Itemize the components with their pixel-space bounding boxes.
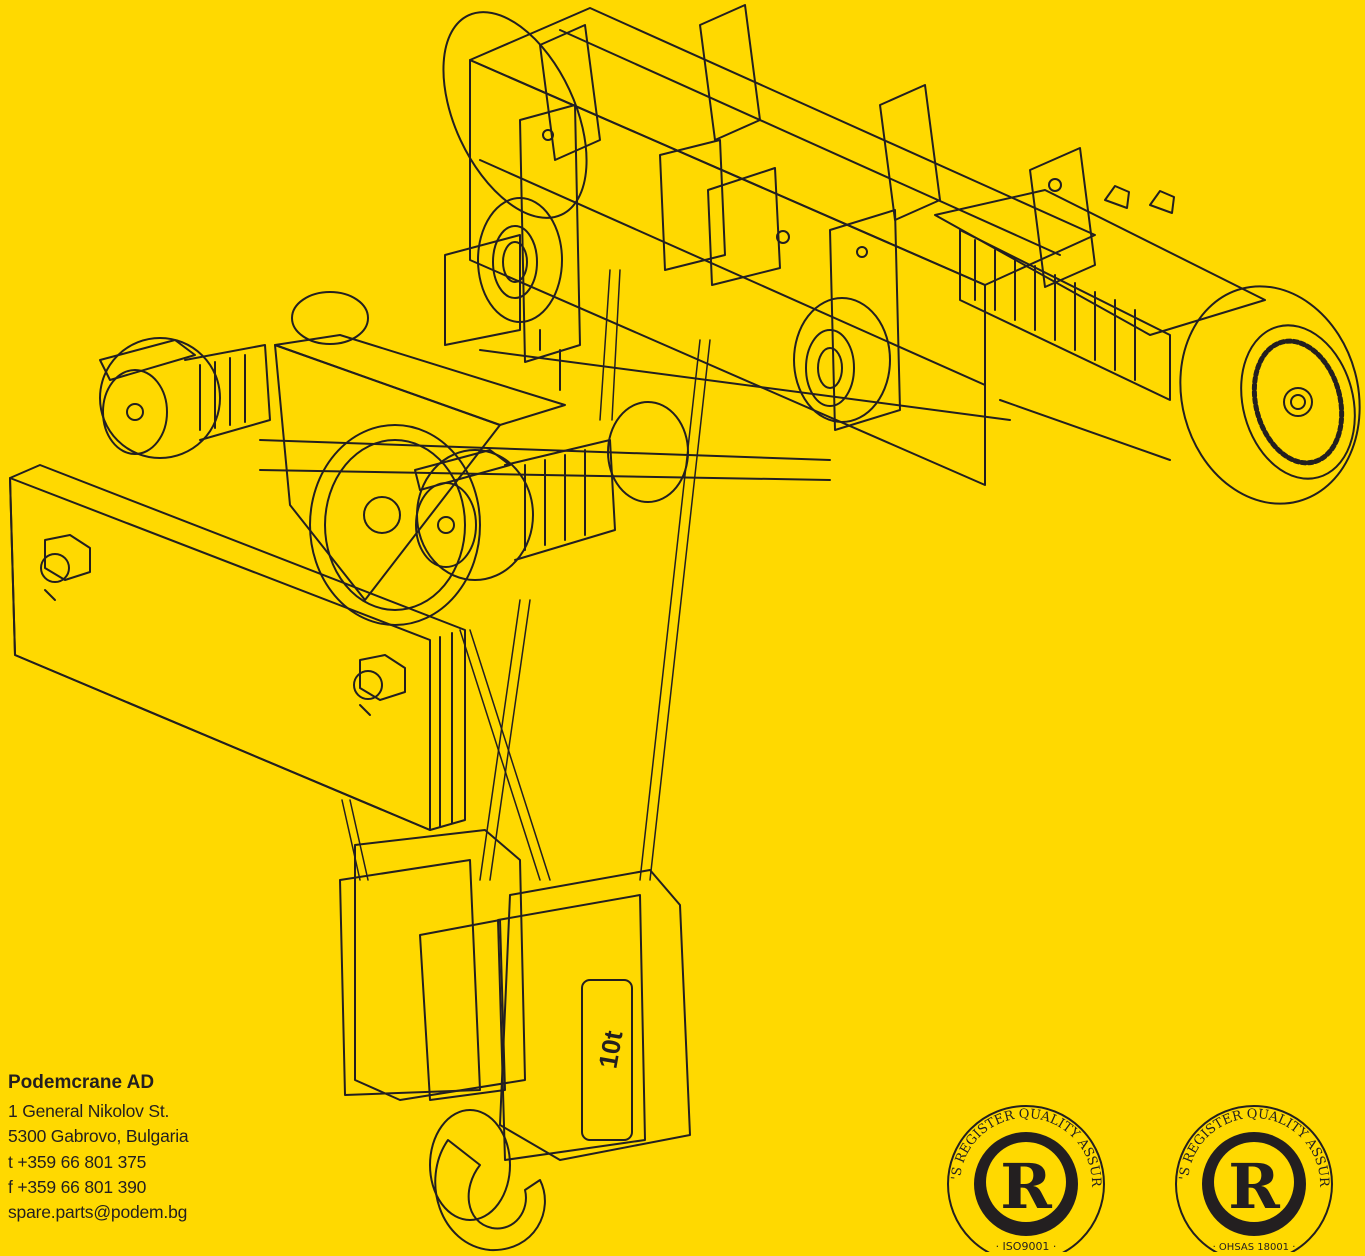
trolley-frame <box>444 104 1062 431</box>
fax-number: f +359 66 801 390 <box>8 1176 147 1197</box>
hook-block <box>339 829 691 1252</box>
svg-text:R: R <box>1000 1150 1052 1223</box>
svg-text:R: R <box>1228 1150 1280 1223</box>
lifting-motor <box>934 185 1361 505</box>
contact-block: Podemcrane AD 1 General Nikolov St. 5300… <box>8 1071 189 1225</box>
capacity-label: 10t <box>592 1028 628 1071</box>
phone-number: t +359 66 801 375 <box>8 1151 147 1172</box>
travel-motor-left <box>99 337 271 459</box>
drum-housing <box>442 4 1096 486</box>
lloyds-ohsas18001-seal: R LLOYD'S REGISTER QUALITY ASSURANCE · O… <box>1160 1079 1342 1256</box>
lloyds-iso9001-seal: R LLOYD'S REGISTER QUALITY ASSURANCE · I… <box>932 1079 1114 1256</box>
city-line: 5300 Gabrovo, Bulgaria <box>8 1126 189 1147</box>
email-address: spare.parts@podem.bg <box>8 1202 188 1223</box>
buffer-bolt <box>40 534 91 601</box>
pulley-bracket <box>274 334 566 626</box>
buffer-bolt <box>353 654 406 716</box>
buffer-plate <box>9 464 466 831</box>
wire-ropes <box>341 269 711 881</box>
svg-text:· OHSAS 18001 ·: · OHSAS 18001 · <box>1213 1242 1296 1252</box>
svg-text:· ISO9001 ·: · ISO9001 · <box>996 1240 1057 1252</box>
travel-motor-center <box>414 439 616 581</box>
company-name: Podemcrane AD <box>8 1072 155 1093</box>
address-line: 1 General Nikolov St. <box>8 1101 170 1121</box>
trolley-wheels <box>291 197 891 503</box>
